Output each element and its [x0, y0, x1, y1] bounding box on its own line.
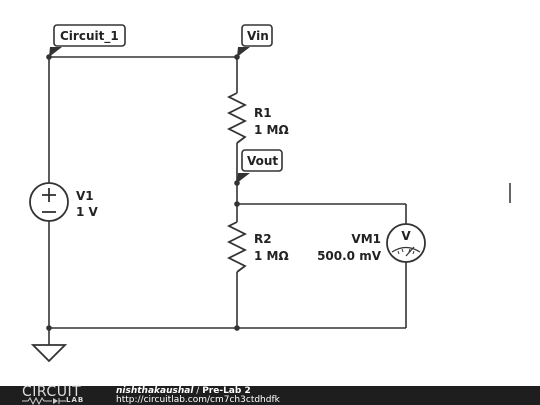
circuit-schematic[interactable]: V1 1 V R1 1 MΩ R2 1 MΩ V VM1 500.0 mV Ci… — [0, 0, 540, 386]
net-label-vin[interactable]: Vin — [237, 24, 273, 57]
voltmeter-icon — [386, 223, 426, 263]
resistor-r1[interactable]: R1 1 MΩ — [226, 92, 289, 144]
resistor-r2[interactable]: R2 1 MΩ — [226, 221, 289, 273]
ground-icon — [30, 344, 68, 363]
ground-symbol[interactable] — [30, 344, 68, 363]
logo-squiggle-icon — [22, 397, 66, 405]
footer-bar: CIRCUIT LAB nishthakaushal / Pre-Lab 2 h… — [0, 384, 540, 405]
junction-dot — [46, 325, 52, 331]
junction-dot — [234, 325, 240, 331]
circuit-url[interactable]: http://circuitlab.com/cm7ch3ctdhdfk — [116, 395, 280, 405]
junction-dot — [234, 201, 240, 207]
author-link[interactable]: nishthakaushal — [116, 386, 194, 396]
net-label-vout[interactable]: Vout — [237, 149, 283, 183]
credit-separator: / — [193, 386, 203, 396]
vm1-name: VM1 — [351, 232, 381, 246]
v1-value: 1 V — [76, 205, 99, 219]
net-label-vin-text: Vin — [247, 29, 269, 43]
wires — [48, 56, 407, 345]
net-label-box — [241, 24, 273, 47]
r1-name: R1 — [254, 106, 272, 120]
net-label-pointer — [237, 47, 250, 57]
circuitlab-logo[interactable]: CIRCUIT LAB — [22, 384, 102, 405]
net-label-box — [241, 149, 283, 172]
r2-name: R2 — [254, 232, 272, 246]
net-label-vout-text: Vout — [247, 154, 278, 168]
voltmeter-dial — [391, 246, 421, 253]
net-label-circuit[interactable]: Circuit_1 — [49, 24, 126, 57]
logo-text-bottom: LAB — [66, 396, 85, 404]
voltmeter-needle — [405, 246, 415, 257]
voltage-source-v1[interactable]: V1 1 V — [29, 182, 99, 222]
voltage-source-icon — [29, 182, 69, 222]
voltmeter-symbol: V — [401, 229, 411, 243]
net-label-circuit-text: Circuit_1 — [60, 29, 119, 44]
net-label-pointer — [49, 47, 62, 57]
vm1-reading: 500.0 mV — [317, 249, 382, 263]
resistor-icon — [226, 92, 248, 144]
logo-text-top: CIRCUIT — [22, 384, 82, 400]
r2-value: 1 MΩ — [254, 249, 289, 263]
net-label-pointer — [237, 173, 250, 183]
circuit-title[interactable]: Pre-Lab 2 — [202, 386, 251, 396]
r1-value: 1 MΩ — [254, 123, 289, 137]
v1-name: V1 — [76, 189, 94, 203]
voltmeter-vm1[interactable]: V VM1 500.0 mV — [317, 223, 426, 263]
net-label-box — [53, 24, 126, 47]
resistor-icon — [226, 221, 248, 273]
circuit-credit: nishthakaushal / Pre-Lab 2 — [116, 387, 251, 396]
